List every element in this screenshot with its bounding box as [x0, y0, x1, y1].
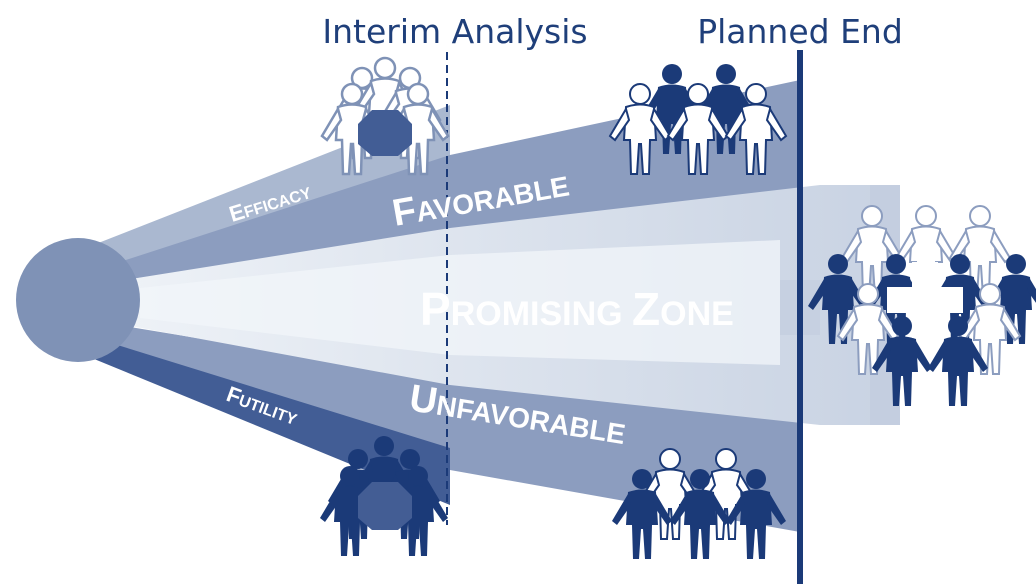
- efficacy-initial: E: [226, 199, 247, 227]
- promising-initial: P: [420, 283, 451, 335]
- interim-futility-people-icon: [320, 436, 448, 556]
- band-promising: [125, 185, 900, 425]
- medical-cross-icon: [887, 262, 963, 338]
- interim-efficacy-people-icon: [320, 56, 450, 176]
- planned-end-label: Planned End: [697, 12, 903, 51]
- zone-initial: Z: [632, 283, 660, 335]
- hub-circle: [16, 238, 140, 362]
- promising-rest: ROMISING: [451, 295, 632, 333]
- interim-analysis-label: Interim Analysis: [322, 12, 587, 51]
- band-unfavorable: [85, 322, 800, 532]
- zone-rest: ONE: [660, 295, 734, 333]
- unfavorable-initial: U: [407, 377, 441, 423]
- promising-zone-label: PROMISING ZONE: [420, 283, 734, 335]
